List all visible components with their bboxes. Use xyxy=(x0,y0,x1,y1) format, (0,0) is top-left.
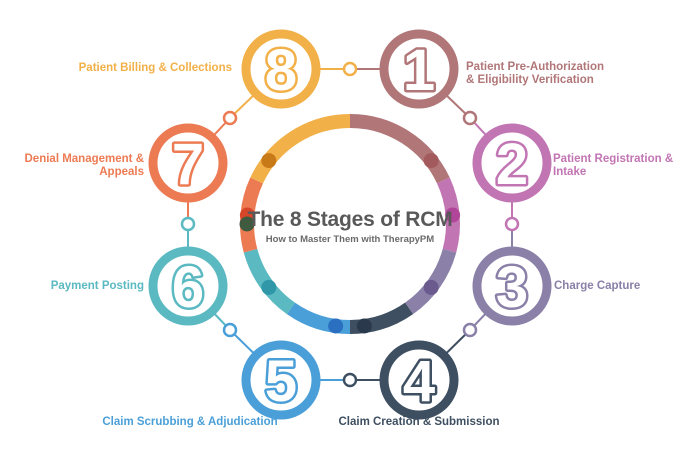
connector-node xyxy=(342,61,358,77)
connector-node xyxy=(504,216,520,232)
stage-circle-6: 6 xyxy=(148,246,228,326)
stage-label-line: Denial Management & xyxy=(24,153,145,165)
stage-label-4: Claim Creation & Submission xyxy=(338,416,499,429)
ring-segment-5 xyxy=(286,302,351,334)
ring-dot-4 xyxy=(356,318,372,334)
stage-label-1: Patient Pre-Authorization& Eligibility V… xyxy=(466,61,604,87)
diagram-title: The 8 Stages of RCM xyxy=(247,208,453,231)
stage-circle-3: 3 xyxy=(472,246,552,326)
stage-label-line: Intake xyxy=(553,166,587,178)
stage-label-line: Patient Billing & Collections xyxy=(78,62,232,74)
stage-label-2: Patient Registration &Intake xyxy=(553,153,673,179)
ring-segment-8 xyxy=(250,114,351,184)
stage-circle-2: 2 xyxy=(472,123,552,203)
stage-number: 7 xyxy=(172,132,204,197)
stage-ring xyxy=(241,29,321,109)
stage-label-line: Patient Pre-Authorization xyxy=(466,61,605,73)
stage-number: 2 xyxy=(496,132,528,197)
connector-node xyxy=(222,322,238,338)
stage-ring xyxy=(472,123,552,203)
stage-number: 5 xyxy=(265,349,297,414)
stage-ring xyxy=(241,340,321,420)
stage-label-line: Appeals xyxy=(99,166,144,178)
stage-label-7: Denial Management &Appeals xyxy=(25,153,145,179)
stage-circle-7: 7 xyxy=(148,123,228,203)
stage-circle-8: 8 xyxy=(241,29,321,109)
stage-circle-1: 1 xyxy=(379,29,459,109)
stage-number: 8 xyxy=(265,38,297,103)
ring-dot-6 xyxy=(261,279,277,295)
ring-dot-8 xyxy=(261,153,277,169)
stage-label-line: Payment Posting xyxy=(50,280,144,292)
connector-node xyxy=(462,322,478,338)
ring-segment-3 xyxy=(404,248,457,315)
stage-number: 6 xyxy=(172,255,204,320)
diagram-subtitle: How to Master Them with TherapyPM xyxy=(265,234,435,245)
stage-label-8: Patient Billing & Collections xyxy=(79,62,232,75)
stage-label-line: Claim Creation & Submission xyxy=(338,416,500,428)
stage-circle-5: 5 xyxy=(241,340,321,420)
ring-dot-5 xyxy=(328,318,344,334)
ring-segment-1 xyxy=(349,114,450,184)
stage-number: 4 xyxy=(403,349,435,414)
stage-number: 1 xyxy=(403,38,435,103)
stage-ring xyxy=(472,246,552,326)
stage-number: 3 xyxy=(496,255,528,320)
ring-dot-3 xyxy=(423,279,439,295)
stage-label-line: Patient Registration & xyxy=(553,153,674,165)
connector-node xyxy=(342,372,358,388)
stage-label-line: & Eligibility Verification xyxy=(466,74,594,86)
ring-dot-join xyxy=(239,216,255,232)
stage-circle-4: 4 xyxy=(379,340,459,420)
stage-label-line: Charge Capture xyxy=(554,280,641,292)
stage-label-line: Claim Scrubbing & Adjudication xyxy=(102,416,278,428)
stage-ring xyxy=(148,246,228,326)
ring-dot-2 xyxy=(445,207,461,223)
ring-segment-6 xyxy=(243,248,296,315)
connector-node xyxy=(222,110,238,126)
stage-label-3: Charge Capture xyxy=(554,280,640,293)
connector-node xyxy=(462,110,478,126)
ring-dot-1 xyxy=(423,153,439,169)
stage-label-6: Payment Posting xyxy=(51,280,144,293)
stage-label-5: Claim Scrubbing & Adjudication xyxy=(102,416,277,429)
ring-segment-4 xyxy=(349,302,414,334)
stage-ring xyxy=(148,123,228,203)
stage-ring xyxy=(379,29,459,109)
connector-node xyxy=(180,216,196,232)
stage-ring xyxy=(379,340,459,420)
